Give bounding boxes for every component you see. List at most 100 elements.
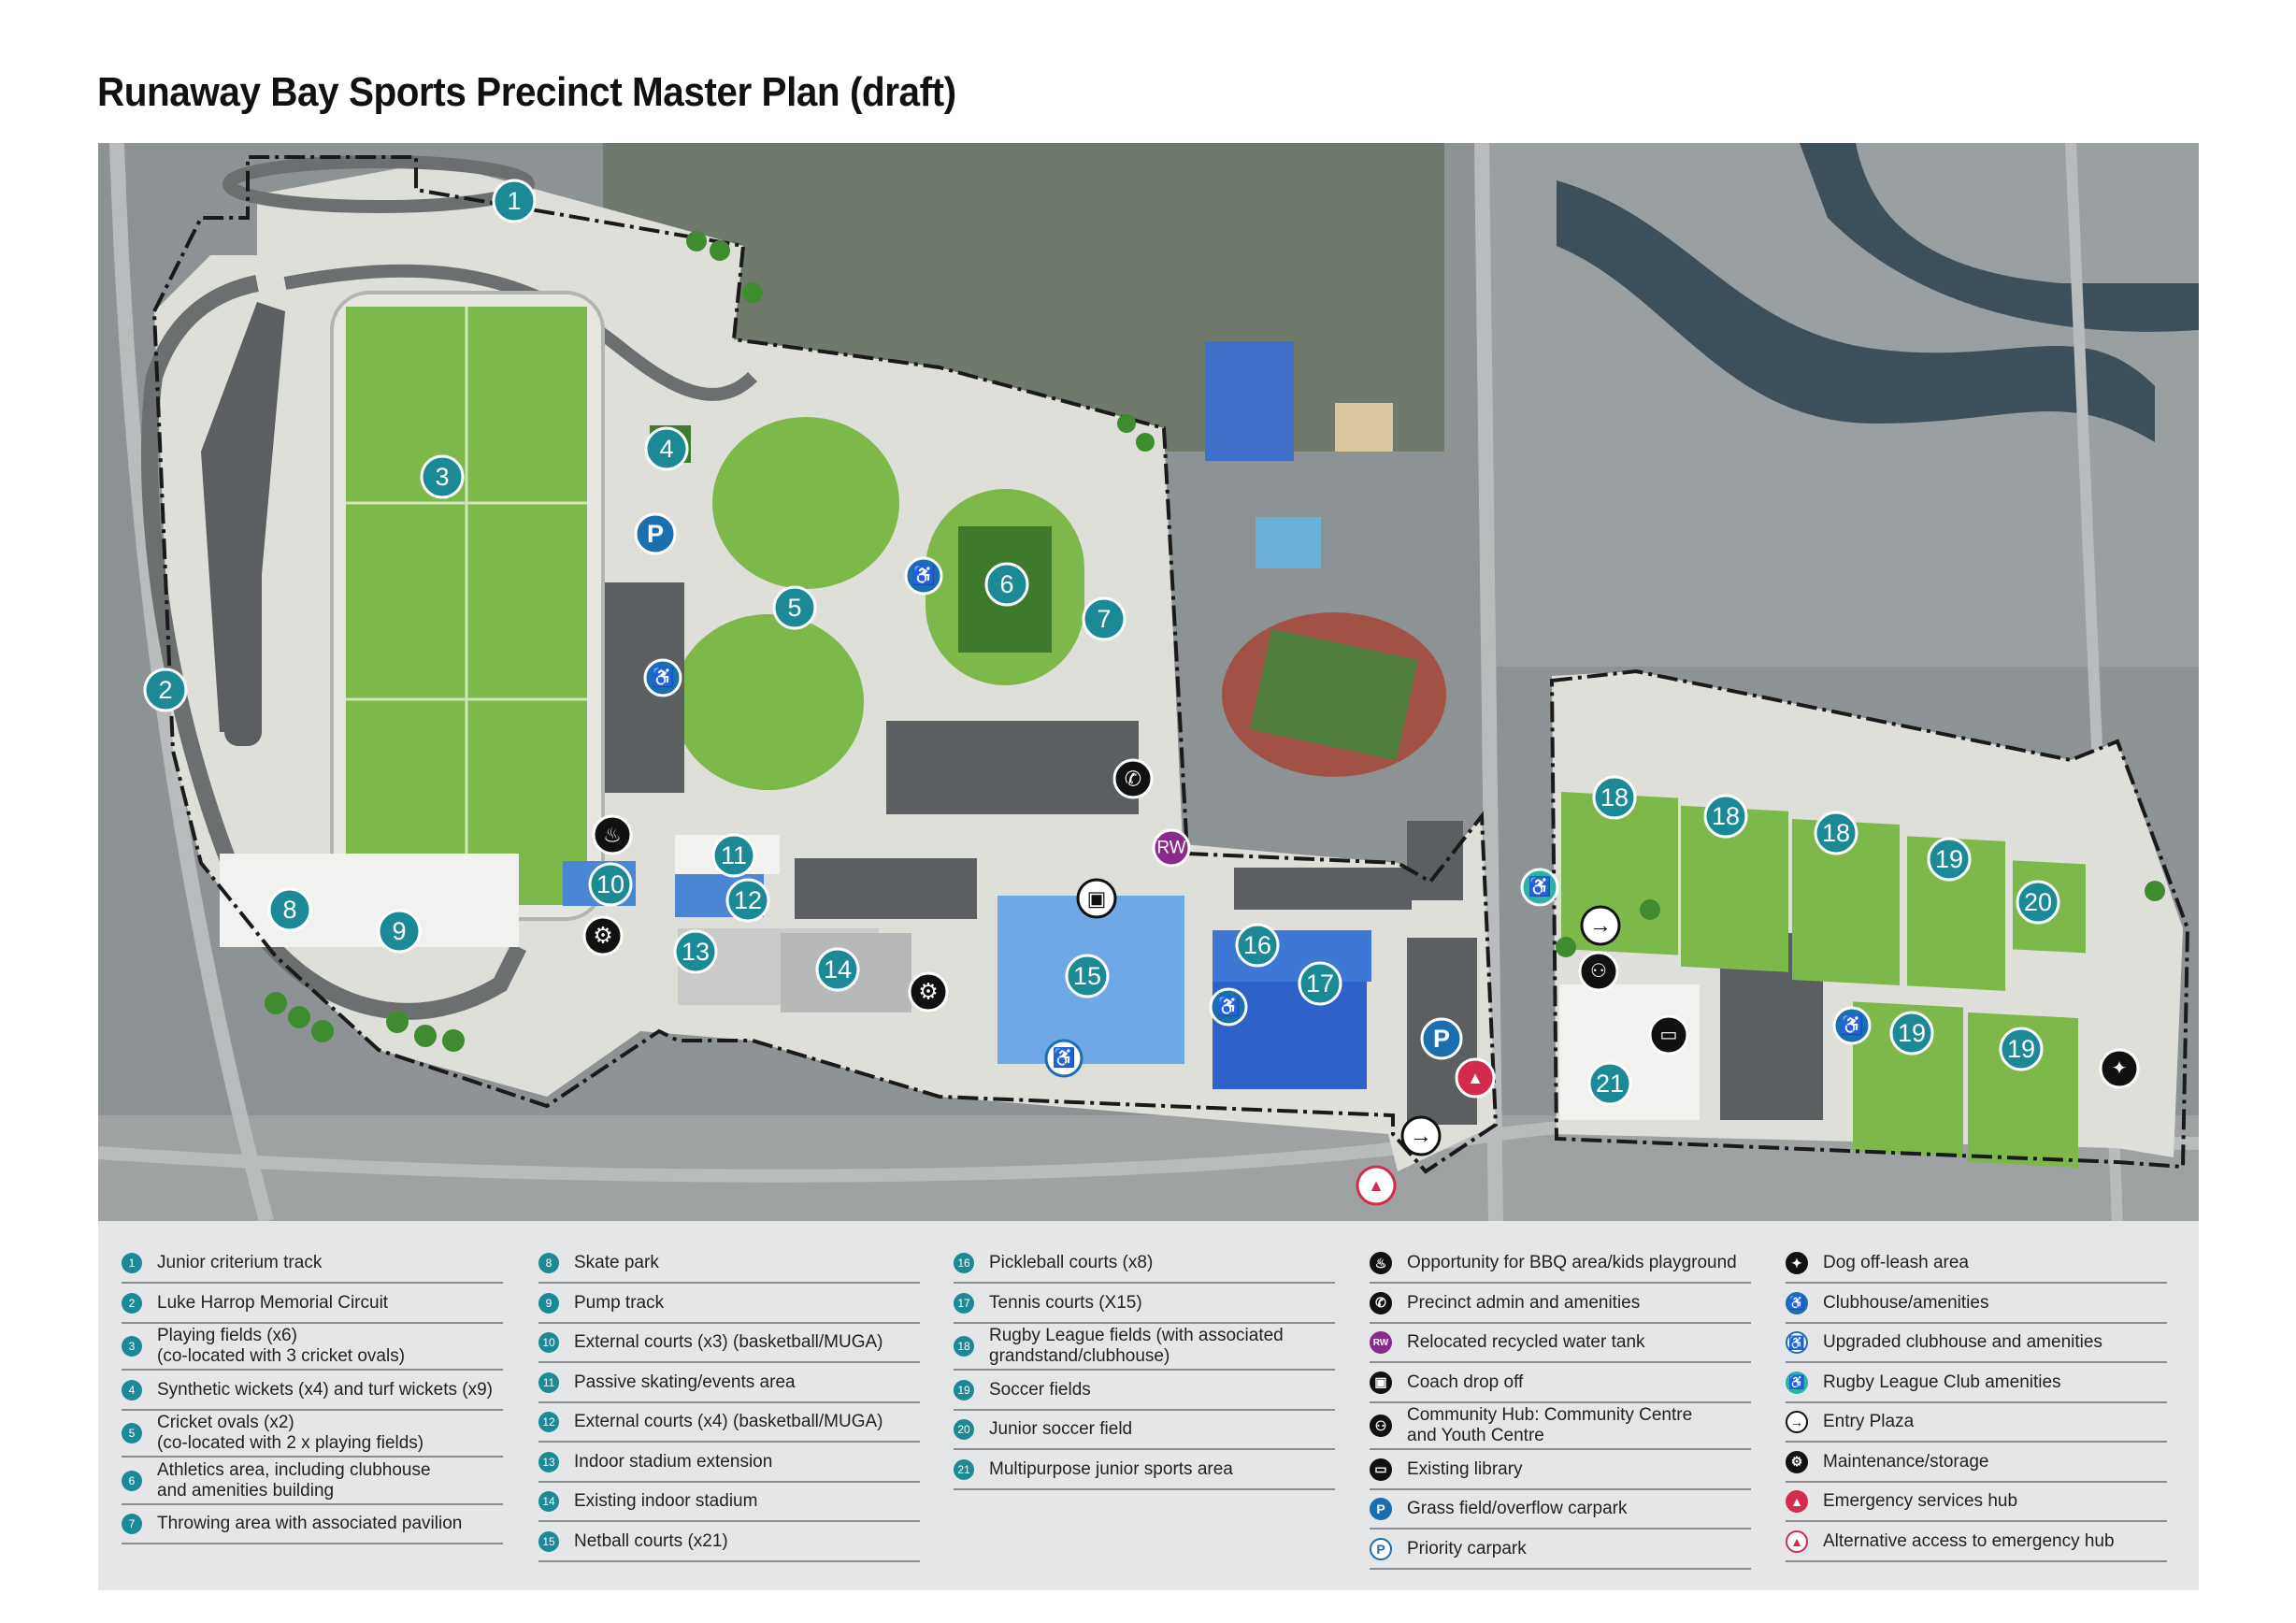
maintenance-marker[interactable]: ⚙ <box>582 915 624 956</box>
legend-text: Community Hub: Community Centre and Yout… <box>1407 1405 1693 1445</box>
legend-text: Indoor stadium extension <box>574 1451 773 1472</box>
map-marker-19b[interactable]: 19 <box>1889 1011 1934 1056</box>
book-icon: ▭ <box>1660 1025 1678 1045</box>
clubhouse-icon: ♿ <box>652 666 675 688</box>
emergency-alt-marker[interactable]: ▲ <box>1356 1165 1397 1206</box>
parking-icon-marker[interactable]: P <box>634 512 677 555</box>
map-marker-18b[interactable]: 18 <box>1703 794 1748 839</box>
map-marker-11[interactable]: 11 <box>711 833 756 878</box>
skate-pump-area <box>220 854 519 947</box>
parking-icon-marker-east[interactable]: P <box>1420 1017 1463 1060</box>
precinct-boundary-west <box>151 155 1499 1174</box>
rugby-field-18c <box>1792 818 1900 985</box>
map-marker-21[interactable]: 21 <box>1587 1061 1632 1106</box>
emergency-hub-marker[interactable]: ▲ <box>1455 1057 1496 1099</box>
map-marker-20[interactable]: 20 <box>2016 880 2060 925</box>
library-marker[interactable]: ▭ <box>1648 1014 1689 1056</box>
marker-circle <box>1587 1061 1632 1106</box>
map-marker-4[interactable]: 4 <box>644 426 689 471</box>
rugby-club-marker[interactable]: ♿ <box>1520 868 1559 907</box>
maintenance-marker-2[interactable]: ⚙ <box>908 971 949 1013</box>
map-marker-2[interactable]: 2 <box>143 668 188 712</box>
upgraded-clubhouse-marker[interactable]: ♿ <box>1044 1039 1083 1078</box>
entry-arrow-icon: → <box>1410 1124 1432 1149</box>
marker-label: 15 <box>1073 962 1101 990</box>
map-marker-10[interactable]: 10 <box>588 862 633 907</box>
legend-item: ▣Coach drop off <box>1370 1364 1751 1403</box>
marker-circle <box>267 887 312 932</box>
rugby-club-icon: ♿ <box>1786 1371 1808 1394</box>
legend-number-badge: 21 <box>954 1458 974 1480</box>
marker-label: 4 <box>659 435 673 463</box>
legend-text: Clubhouse/amenities <box>1823 1292 1989 1313</box>
marker-label: 9 <box>392 917 406 945</box>
legend-number-badge: 19 <box>954 1379 974 1400</box>
clubhouse-marker[interactable]: ♿ <box>643 658 682 697</box>
map-marker-7[interactable]: 7 <box>1082 596 1126 641</box>
admin-marker[interactable]: ✆ <box>1112 758 1154 799</box>
legend-item: ▭Existing library <box>1370 1451 1751 1490</box>
dog-park-marker[interactable]: ✦ <box>2099 1048 2140 1089</box>
recycled-water-icon: RW <box>1370 1331 1392 1354</box>
map-marker-9[interactable]: 9 <box>377 909 422 954</box>
clubhouse-marker-tennis[interactable]: ♿ <box>1209 987 1248 1027</box>
map-marker-3[interactable]: 3 <box>420 454 465 499</box>
dog-icon: ✦ <box>1786 1252 1808 1274</box>
map-marker-12[interactable]: 12 <box>725 878 770 923</box>
marker-circle <box>644 426 689 471</box>
legend-text: Grass field/overflow carpark <box>1407 1499 1628 1518</box>
map-marker-14[interactable]: 14 <box>815 947 860 992</box>
legend-number-badge: 9 <box>538 1292 559 1314</box>
map-marker-17[interactable]: 17 <box>1298 961 1342 1006</box>
coach-marker[interactable]: ▣ <box>1076 878 1117 919</box>
legend-number-badge: 5 <box>122 1423 142 1443</box>
legend-number-badge: 14 <box>538 1491 559 1512</box>
clubhouse-marker-east[interactable]: ♿ <box>1832 1006 1872 1045</box>
legend-text: Alternative access to emergency hub <box>1823 1530 2115 1551</box>
marker-circle <box>711 833 756 878</box>
map-marker-19a[interactable]: 19 <box>1927 837 1972 882</box>
upgraded-clubhouse-icon: ♿ <box>1053 1046 1076 1069</box>
map-marker-15[interactable]: 15 <box>1065 954 1110 998</box>
map-marker-16[interactable]: 16 <box>1235 923 1280 968</box>
recycled-water-marker[interactable]: RW <box>1152 828 1191 868</box>
legend-number-badge: 16 <box>954 1253 974 1273</box>
bbq-icon: ♨ <box>603 824 622 847</box>
entry-plaza-marker-south[interactable]: → <box>1400 1115 1442 1156</box>
map-marker-8[interactable]: 8 <box>267 887 312 932</box>
west-road <box>109 143 274 1221</box>
bbq-marker[interactable]: ♨ <box>592 814 633 855</box>
legend-number-badge: 10 <box>538 1332 559 1353</box>
map-marker-19c[interactable]: 19 <box>1999 1027 2044 1071</box>
legend-number-badge: 8 <box>538 1253 559 1273</box>
legend-text: Entry Plaza <box>1823 1412 1915 1431</box>
page-title: Runaway Bay Sports Precinct Master Plan … <box>97 69 956 115</box>
entry-plaza-marker[interactable]: → <box>1580 905 1621 946</box>
clubhouse-marker-athletics[interactable]: ♿ <box>904 556 943 596</box>
map-marker-5[interactable]: 5 <box>772 585 817 630</box>
map-marker-18c[interactable]: 18 <box>1814 811 1858 855</box>
marker-label: 2 <box>158 676 172 704</box>
legend-text: Cricket ovals (x2) (co-located with 2 x … <box>157 1413 424 1453</box>
map-marker-18a[interactable]: 18 <box>1592 775 1637 820</box>
map-marker-1[interactable]: 1 <box>492 179 537 223</box>
legend-item: ⚇Community Hub: Community Centre and You… <box>1370 1403 1751 1450</box>
legend-text: Rugby League fields (with associated gra… <box>989 1326 1284 1366</box>
map-marker-13[interactable]: 13 <box>673 929 718 974</box>
legend-text: Opportunity for BBQ area/kids playground <box>1407 1253 1737 1272</box>
carpark-athletics <box>886 721 1139 814</box>
clubhouse-icon: ♿ <box>1786 1291 1808 1314</box>
community-hub-marker[interactable]: ⚇ <box>1578 951 1619 992</box>
parking-filled-icon: P <box>1370 1498 1392 1520</box>
map-marker-6[interactable]: 6 <box>984 562 1029 607</box>
